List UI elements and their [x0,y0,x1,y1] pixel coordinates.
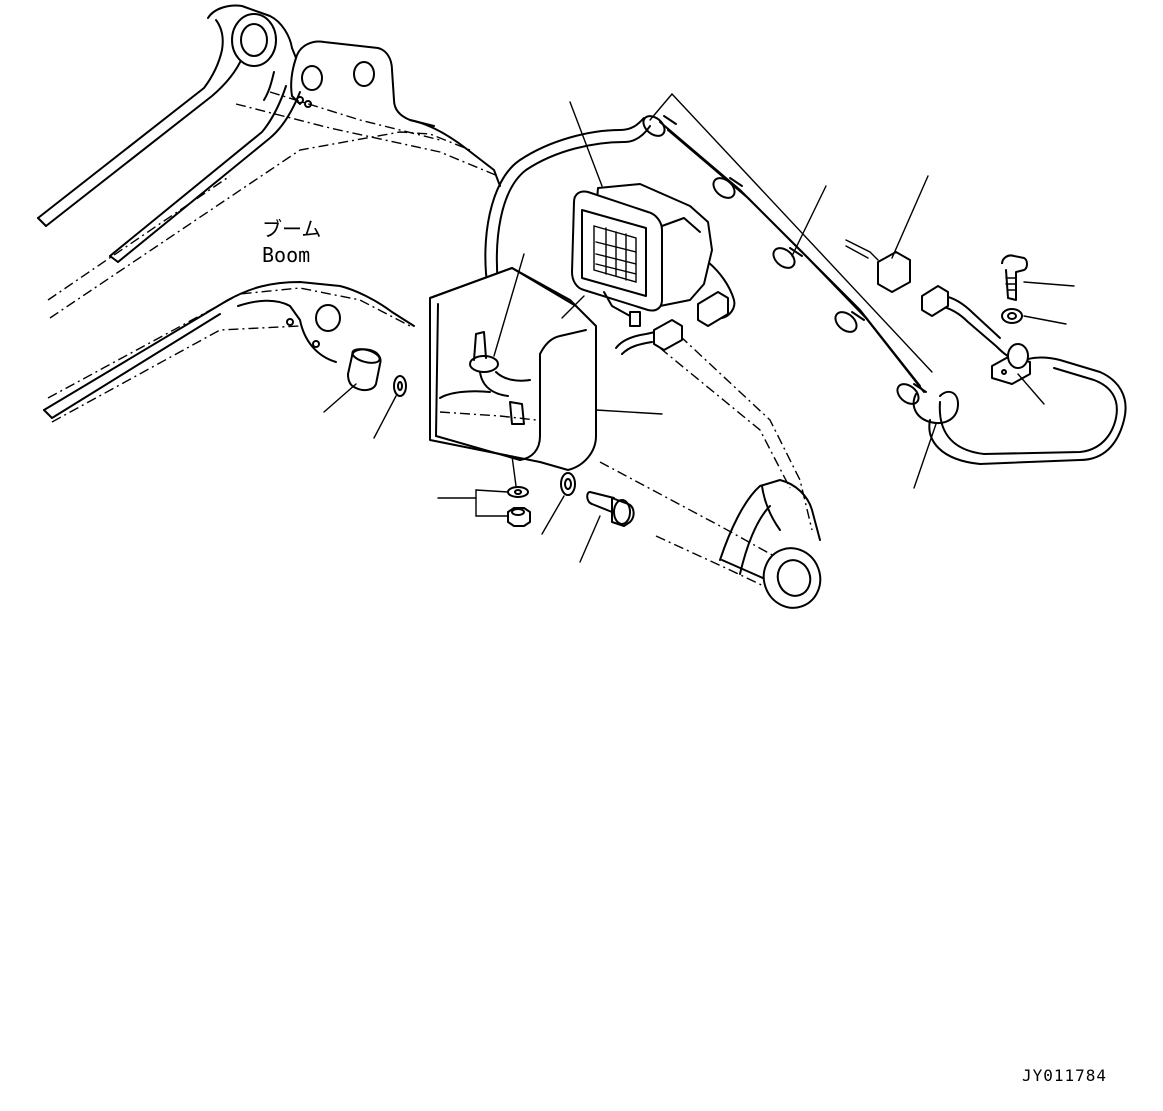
harness-connector [845,239,949,317]
harness-clamp-2 [712,177,743,199]
harness-clip [991,343,1031,385]
lamp-connector [653,291,729,351]
washer-left [393,375,407,397]
boom-lower-arm [43,281,415,423]
washer-bottom [507,486,529,498]
boom-label-en: Boom [262,243,310,267]
harness-clamp-4 [834,311,865,333]
washer-bottom-center [560,472,576,496]
upper-pin-boss [231,13,277,67]
lamp-bracket [429,267,597,471]
boom-lower-structure [599,335,822,609]
washer-right [1001,308,1023,324]
nut-bottom [507,507,531,527]
drawing-code: JY011784 [1022,1066,1107,1085]
harness-clamp-3 [772,247,803,269]
harness-clamp-1 [642,115,677,137]
bolt-right [1001,254,1028,301]
bolt-bottom [586,491,635,527]
spacer [347,348,382,392]
leader-lines [323,93,1075,563]
work-lamp [571,183,713,327]
boom-label-jp: ブーム [262,217,321,241]
boom-upper-arm [37,4,501,319]
harness-clamp-5 [896,383,927,405]
